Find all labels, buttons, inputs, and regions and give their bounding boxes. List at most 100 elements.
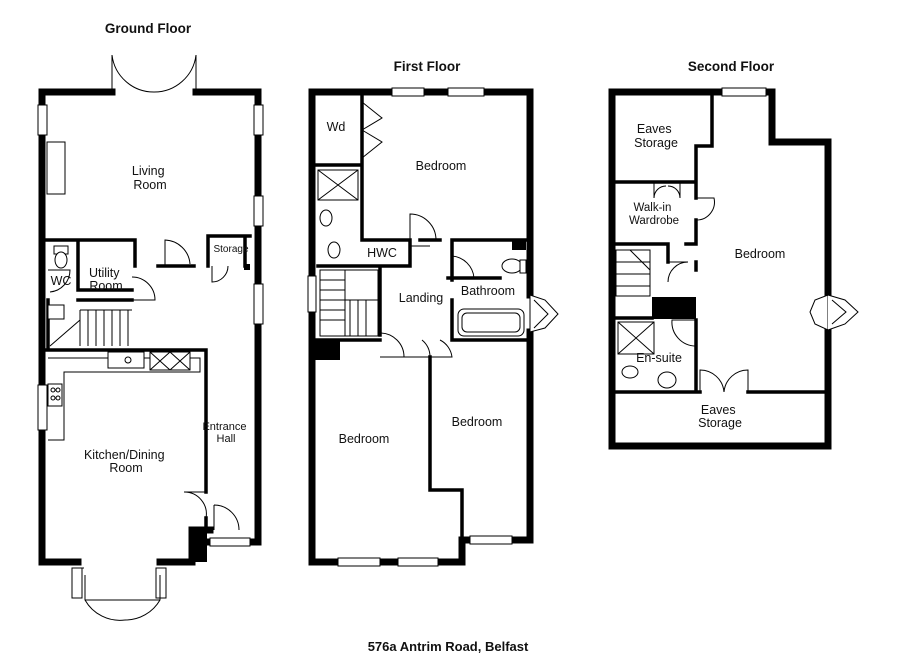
french-door-kitchen bbox=[78, 567, 161, 621]
bath-inner bbox=[461, 312, 521, 333]
room-label-eaves-2: Eaves Storage bbox=[698, 403, 742, 430]
property-address: 576a Antrim Road, Belfast bbox=[368, 639, 529, 654]
ensuite-basin bbox=[319, 209, 333, 227]
porch-column bbox=[192, 528, 207, 562]
room-label-kitchen-line1: Kitchen/Dining bbox=[84, 448, 165, 462]
ground-floor-outer-wall bbox=[38, 88, 262, 566]
window bbox=[209, 537, 251, 547]
window bbox=[71, 567, 83, 599]
shower-cross bbox=[317, 169, 359, 201]
room-label-entrance: Entrance Hall bbox=[202, 421, 249, 445]
second-stairs bbox=[615, 249, 651, 297]
door-wc bbox=[48, 269, 71, 293]
room-label-hwc: HWC bbox=[367, 246, 397, 260]
storage-post bbox=[244, 264, 250, 270]
first-floor-plan: First Floor bbox=[307, 59, 559, 567]
room-label-wc: WC bbox=[51, 274, 72, 288]
window bbox=[447, 87, 485, 97]
room-label-bedroom-second: Bedroom bbox=[735, 247, 786, 261]
room-label-bedroom-2: Bedroom bbox=[339, 432, 390, 446]
door-bedroom-front bbox=[409, 213, 437, 241]
bay-window bbox=[529, 294, 559, 333]
room-label-storage: Storage bbox=[213, 244, 248, 255]
room-label-bedroom-1: Bedroom bbox=[416, 159, 467, 173]
room-label-eaves-1-line2: Storage bbox=[634, 136, 678, 150]
ensuite-toilet bbox=[327, 241, 341, 259]
room-label-utility-line2: Room bbox=[89, 279, 122, 293]
window bbox=[253, 195, 264, 227]
wc-basin bbox=[47, 304, 65, 320]
room-label-kitchen: Kitchen/Dining Room bbox=[84, 448, 168, 475]
ensuite-shower-cross bbox=[617, 321, 655, 355]
door-eaves-storage bbox=[699, 369, 749, 393]
wardrobe-doors-second bbox=[653, 182, 681, 199]
cooker-ring bbox=[50, 387, 56, 393]
window bbox=[469, 535, 513, 545]
window bbox=[721, 87, 767, 97]
room-label-kitchen-line2: Room bbox=[109, 461, 142, 475]
cooker-ring bbox=[55, 387, 61, 393]
ground-floor-plan: Ground Floor bbox=[37, 21, 264, 621]
window bbox=[307, 275, 317, 313]
cooker-icon bbox=[47, 383, 63, 407]
bay-window-second-inner bbox=[831, 299, 847, 325]
sink-drain bbox=[124, 356, 132, 364]
window bbox=[253, 283, 264, 325]
room-label-wd: Wd bbox=[327, 120, 346, 134]
ensuite-toilet-second bbox=[621, 365, 639, 379]
door-storage bbox=[211, 265, 229, 283]
window bbox=[253, 104, 264, 136]
room-label-eaves-2-line1: Eaves bbox=[701, 403, 736, 417]
second-floor-plan: Second Floor Eaves Storage Walk-in War bbox=[608, 59, 859, 450]
french-door-living bbox=[111, 54, 197, 93]
room-label-bathroom: Bathroom bbox=[461, 284, 515, 298]
hob-cross bbox=[149, 351, 191, 371]
ground-stairs bbox=[49, 309, 132, 347]
room-label-living-line2: Room bbox=[133, 178, 166, 192]
door-stairs bbox=[667, 261, 689, 283]
first-floor-title: First Floor bbox=[394, 59, 461, 74]
door-ensuite bbox=[671, 319, 697, 347]
room-label-eaves-1-line1: Eaves bbox=[637, 122, 672, 136]
window bbox=[337, 557, 381, 567]
room-label-living-line1: Living bbox=[132, 164, 165, 178]
door-bathroom bbox=[451, 255, 475, 280]
room-label-bedroom-3: Bedroom bbox=[452, 415, 503, 429]
room-label-landing: Landing bbox=[399, 291, 444, 305]
room-label-walkin: Walk-in Wardrobe bbox=[629, 202, 679, 227]
second-floor-title: Second Floor bbox=[688, 59, 775, 74]
room-label-living: Living Room bbox=[132, 164, 168, 192]
room-label-eaves-1: Eaves Storage bbox=[634, 122, 678, 150]
door-walkin bbox=[695, 197, 715, 221]
first-floor-outer-wall bbox=[308, 88, 534, 566]
door-bedroom-rear-right bbox=[430, 339, 453, 358]
door-front bbox=[213, 504, 240, 531]
room-label-entrance-line2: Hall bbox=[217, 433, 236, 445]
room-label-utility: Utility Room bbox=[89, 266, 123, 293]
door-kitchen bbox=[183, 491, 207, 519]
bay-window-inner bbox=[533, 299, 549, 329]
door-bedroom-rear-left bbox=[379, 332, 431, 358]
fireplace bbox=[46, 141, 66, 195]
second-floor-block bbox=[652, 297, 696, 319]
ensuite-basin-second bbox=[657, 371, 677, 389]
wardrobe-door bbox=[361, 101, 383, 159]
window bbox=[397, 557, 439, 567]
first-stairs bbox=[319, 269, 379, 337]
room-label-walkin-line2: Wardrobe bbox=[629, 215, 679, 227]
door-utility bbox=[131, 276, 156, 301]
bath-cistern bbox=[519, 259, 527, 274]
cooker-ring bbox=[55, 395, 61, 401]
ground-interior-walls bbox=[40, 234, 252, 532]
window bbox=[37, 104, 48, 136]
bath-toilet bbox=[501, 258, 523, 274]
ground-floor-title: Ground Floor bbox=[105, 21, 192, 36]
room-label-ensuite: En-suite bbox=[636, 351, 682, 365]
room-label-entrance-line1: Entrance bbox=[202, 421, 246, 433]
wc-toilet bbox=[54, 251, 68, 269]
room-label-walkin-line1: Walk-in bbox=[633, 202, 671, 214]
first-floor-column bbox=[314, 340, 340, 360]
room-label-utility-line1: Utility bbox=[89, 266, 120, 280]
window bbox=[37, 384, 48, 431]
